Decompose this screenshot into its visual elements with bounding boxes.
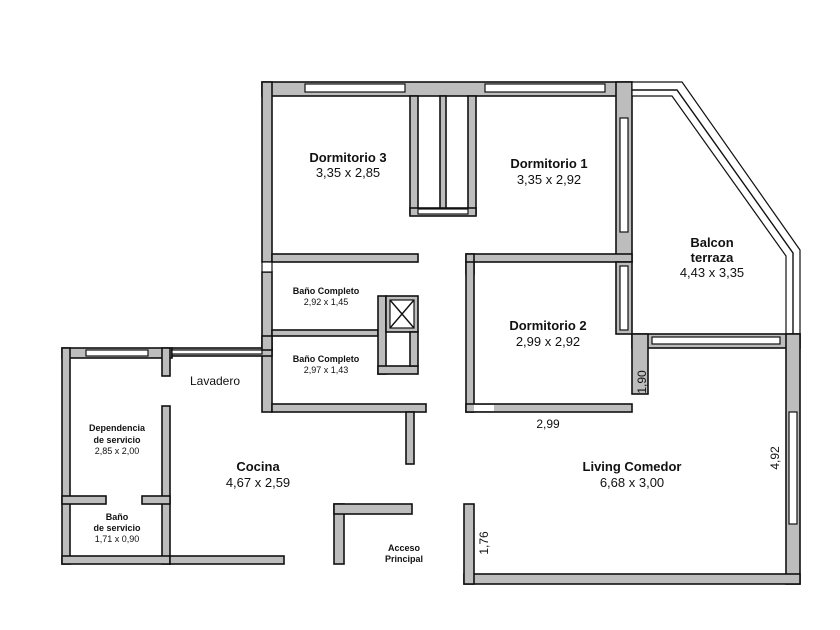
- balcon-name-1: Balcon: [690, 235, 733, 250]
- bano-serv-name-2: de servicio: [93, 523, 141, 533]
- window-dorm3-top: [304, 83, 406, 93]
- bano2-dims: 2,97 x 1,43: [304, 365, 349, 375]
- closet-wall-c: [439, 95, 447, 215]
- window-lav-top: [171, 349, 263, 355]
- wall-dep-mid-a: [61, 495, 107, 505]
- bano1-name: Baño Completo: [293, 286, 360, 296]
- wall-cocina-stub: [405, 411, 415, 465]
- wall-living-left: [631, 333, 649, 395]
- measure-190: 1,90: [635, 370, 649, 394]
- window-dorm2-right: [619, 265, 629, 331]
- dorm1-dims: 3,35 x 2,92: [517, 172, 581, 187]
- wall-dorm1-bottom: [465, 253, 633, 263]
- dorm3-name: Dormitorio 3: [309, 150, 386, 165]
- lavadero-name: Lavadero: [190, 374, 240, 388]
- wall-lav-connector: [261, 335, 273, 351]
- wall-bano-right: [377, 295, 387, 375]
- balcony-rail: [631, 81, 801, 337]
- bano1-dims: 2,92 x 1,45: [304, 297, 349, 307]
- cocina-name: Cocina: [236, 459, 280, 474]
- closet-wall-b: [467, 95, 477, 215]
- wall-living-bottom: [463, 573, 801, 585]
- acceso-name-2: Principal: [385, 554, 423, 564]
- wall-dorm2-bottom: [465, 403, 633, 413]
- living-name: Living Comedor: [583, 459, 682, 474]
- wall-bano2-bottom: [377, 365, 419, 375]
- wall-cocina-bottom: [169, 555, 285, 565]
- dorm2-name: Dormitorio 2: [509, 318, 586, 333]
- wall-entry-h: [333, 503, 413, 515]
- dorm1-name: Dormitorio 1: [510, 156, 587, 171]
- bano-serv-name-1: Baño: [106, 512, 129, 522]
- bano-serv-dims: 1,71 x 0,90: [95, 534, 140, 544]
- window-dep-top: [85, 349, 149, 357]
- wall-dep-bottom: [61, 555, 171, 565]
- bano2-name: Baño Completo: [293, 354, 360, 364]
- living-dims: 6,68 x 3,00: [600, 475, 664, 490]
- window-living-right: [788, 411, 798, 525]
- wall-bano1-bottom: [271, 329, 379, 337]
- measure-299: 2,99: [536, 417, 560, 431]
- measure-176: 1,76: [477, 531, 491, 555]
- wall-bano-divider: [409, 331, 419, 367]
- closet-wall-a: [409, 95, 419, 215]
- wall-dep-right: [161, 405, 171, 565]
- window-living-top: [651, 336, 781, 345]
- window-dorm1-top: [484, 83, 606, 93]
- wall-dep-left: [61, 347, 71, 565]
- wall-dorm2-left-b: [465, 261, 475, 413]
- dorm2-dims: 2,99 x 2,92: [516, 334, 580, 349]
- dependencia-dims: 2,85 x 2,00: [95, 446, 140, 456]
- acceso-name-1: Acceso: [388, 543, 421, 553]
- dependencia-name-2: de servicio: [93, 435, 141, 445]
- wall-dorm3-bottom: [271, 253, 419, 263]
- window-dorm1-right: [619, 117, 629, 233]
- dorm3-dims: 3,35 x 2,85: [316, 165, 380, 180]
- balcony-rail-inner: [632, 89, 794, 336]
- balcon-dims: 4,43 x 3,35: [680, 265, 744, 280]
- closet-door: [417, 208, 469, 215]
- balcon-name-2: terraza: [691, 250, 734, 265]
- wall-dep-mid-b: [141, 495, 171, 505]
- measure-492: 4,92: [768, 446, 782, 470]
- cocina-dims: 4,67 x 2,59: [226, 475, 290, 490]
- dependencia-name-1: Dependencia: [89, 423, 146, 433]
- wall-living-entry: [463, 503, 475, 585]
- wall-left-upper: [261, 81, 273, 263]
- wall-bano2-floor: [271, 403, 427, 413]
- wall-dep-right-top: [161, 347, 171, 377]
- window-left-bano: [261, 261, 273, 273]
